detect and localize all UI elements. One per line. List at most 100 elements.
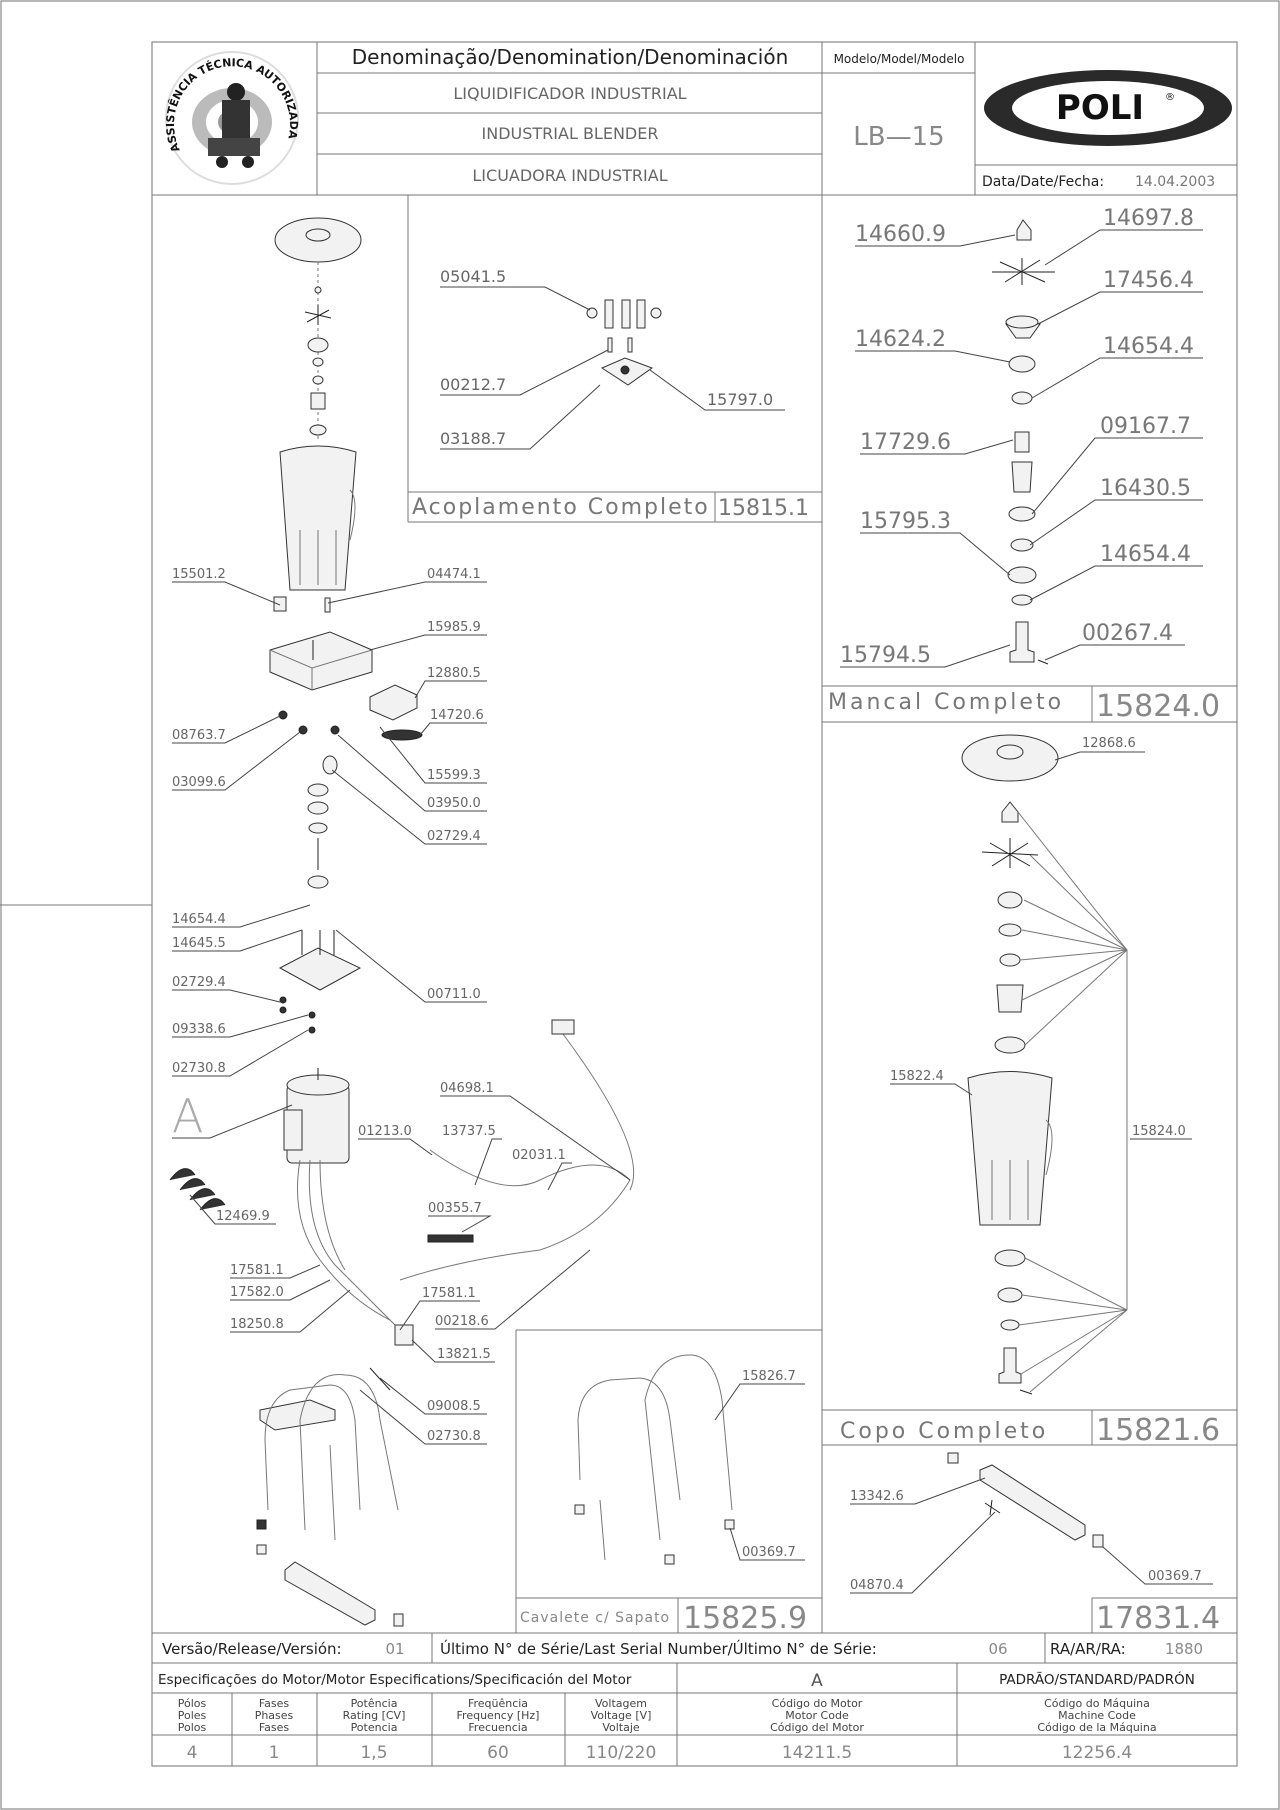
coupling-labels: 05041.5 00212.7 03188.7 15797.0 — [440, 267, 785, 450]
motor-part — [283, 1068, 350, 1164]
part-label: 00369.7 — [742, 1545, 796, 1560]
part-label: Fases — [259, 1697, 290, 1710]
part-label: Machine Code — [1058, 1709, 1136, 1722]
voltage-value: 110/220 — [586, 1743, 657, 1763]
part-label: 13737.5 — [442, 1124, 496, 1139]
machine-code-value: 12256.4 — [1062, 1743, 1132, 1763]
part-label: Código del Motor — [770, 1721, 864, 1734]
part-label: Voltage [V] — [591, 1709, 652, 1722]
standard-heading: PADRÃO/STANDARD/PADRÓN — [999, 1670, 1195, 1688]
serial-value: 06 — [988, 1640, 1007, 1658]
part-label: 02730.8 — [172, 1061, 226, 1076]
motor-letter: A — [811, 1671, 823, 1691]
part-label: 03188.7 — [440, 429, 506, 448]
stand-assembly-code: 15825.9 — [683, 1601, 807, 1636]
part-label: 15985.9 — [427, 620, 481, 635]
part-label: 17581.1 — [230, 1263, 284, 1278]
part-label: 17581.1 — [422, 1286, 476, 1301]
main-exploded-view — [169, 217, 635, 1627]
authorized-service-seal-logo: ASSISTÊNCIA TÉCNICA AUTORIZADA — [164, 51, 300, 185]
part-label: Potencia — [351, 1721, 398, 1734]
part-label: 13821.5 — [437, 1347, 491, 1362]
part-label: 00218.6 — [435, 1314, 489, 1329]
part-label: 14720.6 — [430, 708, 484, 723]
part-label: 00212.7 — [440, 375, 506, 394]
stand-assembly-title: Cavalete c/ Sapato — [520, 1610, 670, 1626]
name-spanish: LICUADORA INDUSTRIAL — [472, 166, 667, 185]
part-label: Fases — [259, 1721, 290, 1734]
part-label: 14645.5 — [172, 936, 226, 951]
part-label: 15795.3 — [860, 509, 951, 534]
part-label: 16430.5 — [1100, 476, 1191, 501]
cup-assembly-title: Copo Completo — [840, 1419, 1048, 1444]
sheet-border — [151, 41, 1238, 1767]
part-label: 15501.2 — [172, 567, 226, 582]
part-label: Frequency [Hz] — [457, 1709, 540, 1722]
part-label: Voltaje — [602, 1721, 640, 1734]
part-label: 15824.0 — [1132, 1124, 1186, 1139]
version-value: 01 — [385, 1640, 404, 1658]
part-label: 13342.6 — [850, 1489, 904, 1504]
part-label: Voltagem — [595, 1697, 647, 1710]
motor-spec-heading: Especificações do Motor/Motor Especifica… — [158, 1672, 632, 1688]
stand-exploded-view — [574, 1354, 735, 1565]
part-label: 08763.7 — [172, 728, 226, 743]
base-labels: 13342.6 04870.4 00369.7 — [850, 1477, 1213, 1594]
part-label: 15826.7 — [742, 1369, 796, 1384]
part-label: 02729.4 — [172, 975, 226, 990]
part-label: 03950.0 — [427, 796, 481, 811]
base-exploded-view — [947, 1452, 1104, 1548]
title-block: ASSISTÊNCIA TÉCNICA AUTORIZADA Denominaç… — [152, 42, 1237, 196]
cup-labels: 12868.6 15822.4 15824.0 — [890, 736, 1192, 1140]
part-label: POLI — [1056, 88, 1144, 128]
part-label: 15797.0 — [707, 390, 773, 409]
bearing-labels: 14660.9 14697.8 17456.4 14624.2 14654.4 … — [840, 206, 1203, 668]
cup-assembly-code: 15821.6 — [1096, 1413, 1220, 1448]
part-label: 14697.8 — [1103, 206, 1194, 231]
part-label: Potência — [351, 1697, 398, 1710]
part-label: Poles — [178, 1709, 207, 1722]
part-label: 00267.4 — [1082, 621, 1173, 646]
phases-value: 1 — [269, 1743, 280, 1763]
part-label: 12868.6 — [1082, 736, 1136, 751]
motor-plate-part — [278, 930, 362, 991]
stand-part-left — [256, 1367, 404, 1627]
date-value: 14.04.2003 — [1135, 174, 1215, 190]
poli-brand-logo: POLI ® — [984, 70, 1232, 146]
part-label: 02031.1 — [512, 1148, 566, 1163]
model-code: LB—15 — [853, 122, 944, 152]
motor-code-value: 14211.5 — [782, 1743, 852, 1763]
ra-label: RA/AR/RA: — [1050, 1640, 1126, 1658]
part-label: 15822.4 — [890, 1069, 944, 1084]
ra-value: 1880 — [1165, 1640, 1203, 1658]
date-label: Data/Date/Fecha: — [982, 174, 1104, 190]
part-label: 09338.6 — [172, 1022, 226, 1037]
footer-table: Versão/Release/Versión: 01 Último N° de … — [152, 1632, 1237, 1766]
part-label: 14660.9 — [855, 222, 946, 247]
name-english: INDUSTRIAL BLENDER — [482, 124, 659, 143]
serial-label: Último N° de Série/Last Serial Number/Úl… — [440, 1639, 877, 1658]
part-label: Motor Code — [785, 1709, 849, 1722]
part-label: 04474.1 — [427, 567, 481, 582]
jar-part — [279, 445, 357, 591]
part-label: Código do Máquina — [1044, 1697, 1150, 1710]
part-label: 12880.5 — [427, 666, 481, 681]
part-label: Freqüência — [468, 1697, 528, 1710]
part-label: 00355.7 — [428, 1201, 482, 1216]
part-label: Polos — [178, 1721, 207, 1734]
part-label: 12469.9 — [216, 1209, 270, 1224]
housing-part — [269, 631, 373, 691]
part-label: 02729.4 — [427, 829, 481, 844]
part-label: Código do Motor — [772, 1697, 863, 1710]
part-label: 02730.8 — [427, 1429, 481, 1444]
part-label: Pólos — [178, 1697, 207, 1710]
frequency-value: 60 — [487, 1743, 509, 1763]
panel-grid — [407, 195, 1237, 1633]
part-label: 14654.4 — [1103, 334, 1194, 359]
poles-value: 4 — [187, 1743, 198, 1763]
part-label: 05041.5 — [440, 267, 506, 286]
part-label: 09167.7 — [1100, 414, 1191, 439]
part-label: 04698.1 — [440, 1081, 494, 1096]
